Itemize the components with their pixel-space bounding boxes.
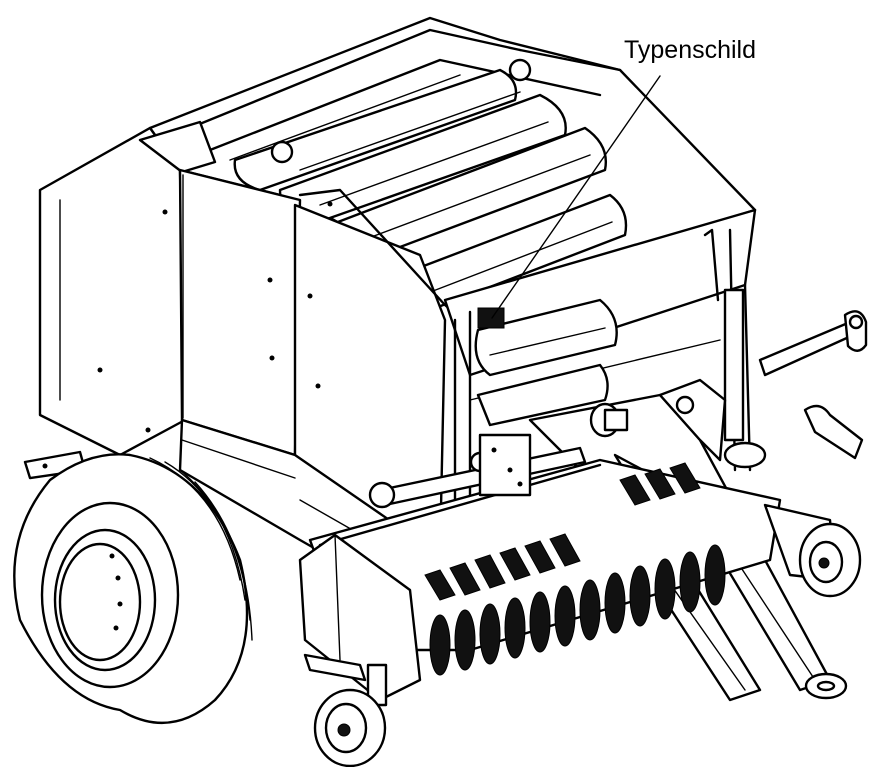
left-gauge-wheel — [303, 653, 388, 767]
typenschild-callout — [491, 75, 661, 319]
main-tire — [13, 453, 253, 725]
pto-shaft — [589, 402, 629, 438]
callout-leader-line — [491, 75, 661, 319]
right-handle-arm — [758, 310, 868, 460]
front-body-panel — [293, 188, 462, 557]
pickup-tine-rings — [429, 544, 726, 676]
pickup-tines — [424, 462, 701, 601]
front-crossbar — [368, 433, 587, 509]
left-side-panel — [38, 120, 217, 457]
typenschild-label: Typenschild — [624, 36, 757, 64]
right-gauge-wheel — [763, 503, 862, 598]
hydraulic-cylinder — [703, 228, 767, 469]
right-frame — [443, 208, 757, 622]
